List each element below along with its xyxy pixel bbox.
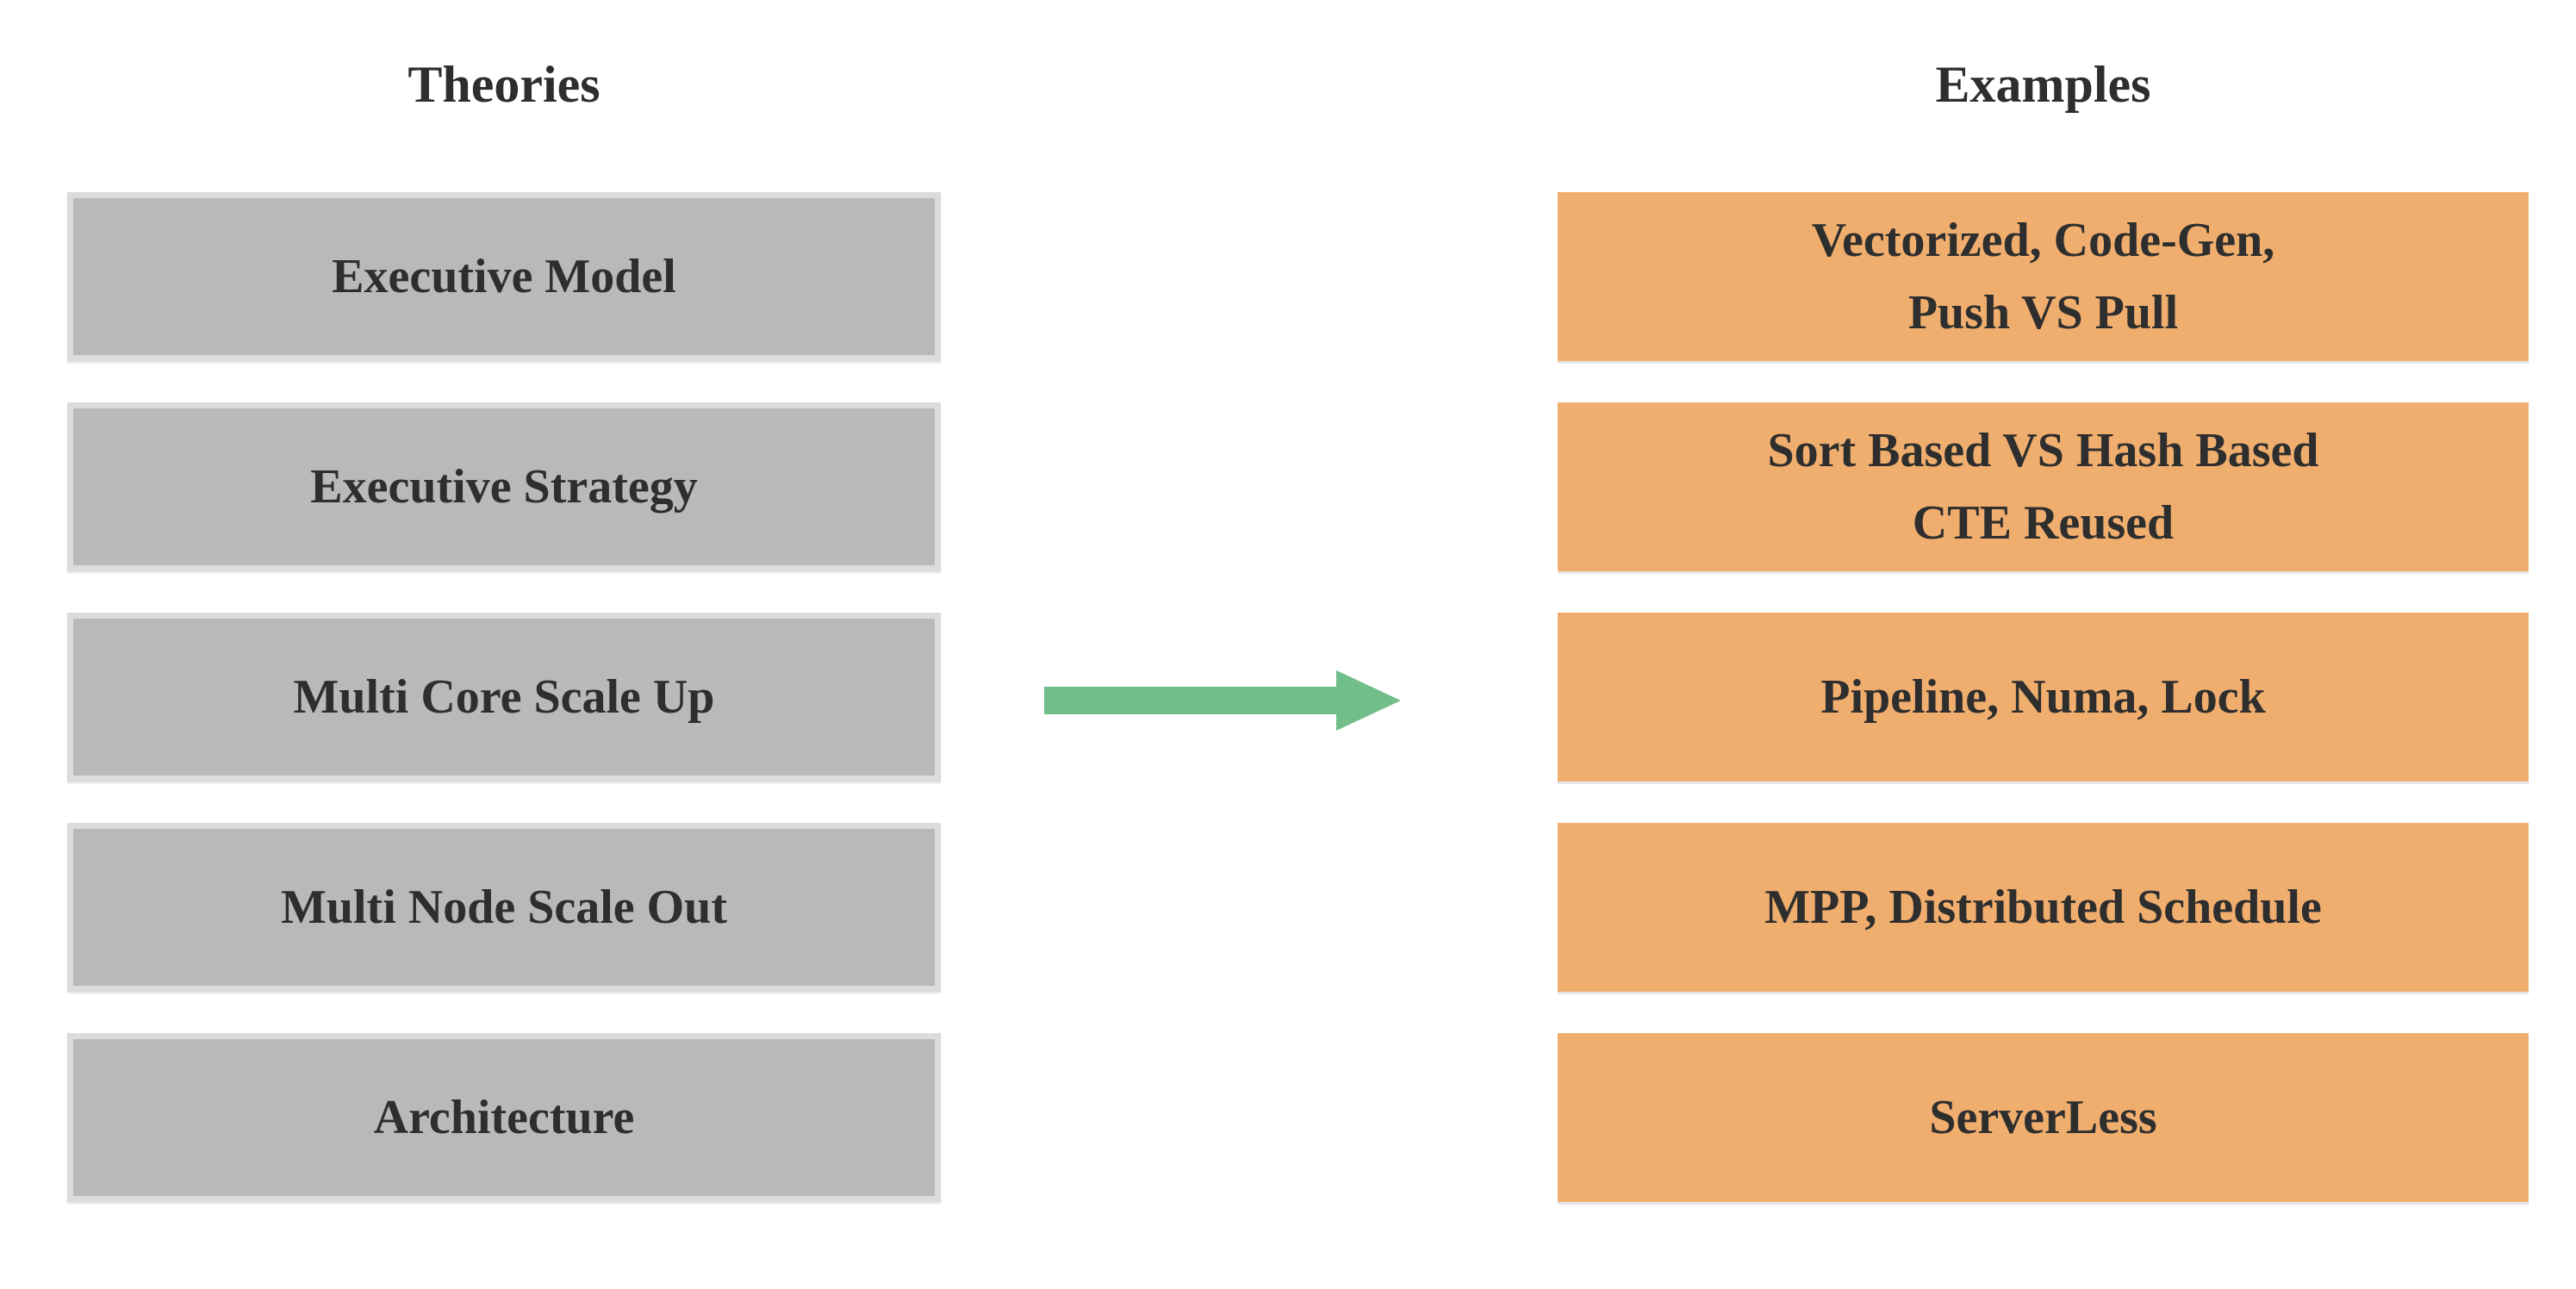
example-box-serverless: ServerLess	[1558, 1033, 2529, 1202]
example-box-mpp-distributed-schedule: MPP, Distributed Schedule	[1558, 823, 2529, 992]
right-arrow-icon	[1044, 670, 1401, 731]
theory-box-multi-core-scale-up: Multi Core Scale Up	[67, 613, 941, 781]
examples-column-header: Examples	[1935, 55, 2151, 113]
example-box-vectorized-codegen-push-pull: Vectorized, Code-Gen, Push VS Pull	[1558, 192, 2529, 361]
example-box-sort-hash-cte: Sort Based VS Hash Based CTE Reused	[1558, 402, 2529, 571]
theory-box-executive-model: Executive Model	[67, 192, 941, 361]
theory-box-architecture: Architecture	[67, 1033, 941, 1202]
theories-column-header: Theories	[408, 55, 600, 113]
theory-box-executive-strategy: Executive Strategy	[67, 402, 941, 571]
theory-box-multi-node-scale-out: Multi Node Scale Out	[67, 823, 941, 992]
example-box-pipeline-numa-lock: Pipeline, Numa, Lock	[1558, 613, 2529, 781]
